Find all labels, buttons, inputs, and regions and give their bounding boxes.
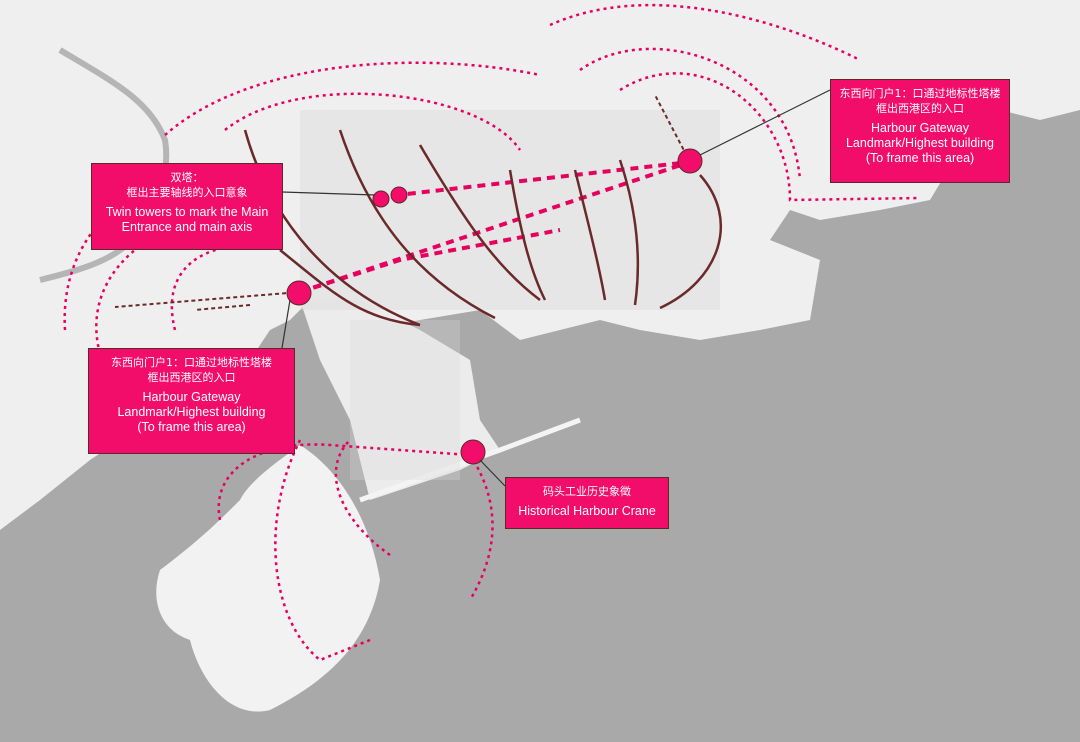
west-gateway-marker[interactable]: [286, 280, 312, 306]
label-en-3: (To frame this area): [865, 151, 975, 165]
crane-marker[interactable]: [460, 439, 486, 465]
label-en-2: Landmark/Highest building: [117, 405, 266, 419]
label-east-gateway: 东西向门户1：口通过地标性塔楼 框出西港区的入口 Harbour Gateway…: [830, 79, 1010, 183]
label-west-gateway: 东西向门户1：口通过地标性塔楼 框出西港区的入口 Harbour Gateway…: [88, 348, 295, 454]
label-en-3: (To frame this area): [137, 420, 246, 434]
label-harbour-crane: 码头工业历史象徵 Historical Harbour Crane: [505, 477, 669, 529]
building-blocks: [300, 110, 720, 480]
south-island: [156, 445, 380, 712]
label-cn-1: 码头工业历史象徵: [543, 485, 631, 498]
leader-lines: [281, 89, 831, 487]
east-gateway-marker[interactable]: [677, 148, 703, 174]
label-cn-2: 框出西港区的入口: [876, 102, 964, 115]
label-en-1: Harbour Gateway: [142, 390, 241, 404]
secondary-arrows: [114, 94, 691, 311]
mainland-north: [0, 0, 1080, 530]
main-axis-lines: [299, 160, 691, 294]
label-en-2: Entrance and main axis: [121, 220, 253, 234]
label-en-1: Harbour Gateway: [871, 121, 969, 135]
harbour-peninsula: [300, 300, 500, 500]
flow-arrows: [243, 129, 723, 327]
twin-tower-marker-1[interactable]: [372, 190, 390, 208]
twin-tower-marker-2[interactable]: [390, 186, 408, 204]
label-en-1: Twin towers to mark the Main: [105, 205, 269, 219]
label-twin-towers: 双塔： 框出主要轴线的入口意象 Twin towers to mark the …: [91, 163, 283, 250]
label-en-2: Landmark/Highest building: [845, 136, 994, 150]
label-cn-1: 东西向门户1：口通过地标性塔楼: [111, 356, 272, 369]
breakwater: [359, 417, 581, 503]
label-cn-1: 东西向门户1：口通过地标性塔楼: [839, 87, 1001, 100]
label-cn-2: 框出主要轴线的入口意象: [126, 186, 248, 199]
label-cn-2: 框出西港区的入口: [147, 371, 236, 384]
label-cn-1: 双塔：: [170, 171, 204, 184]
label-en-1: Historical Harbour Crane: [518, 504, 656, 518]
